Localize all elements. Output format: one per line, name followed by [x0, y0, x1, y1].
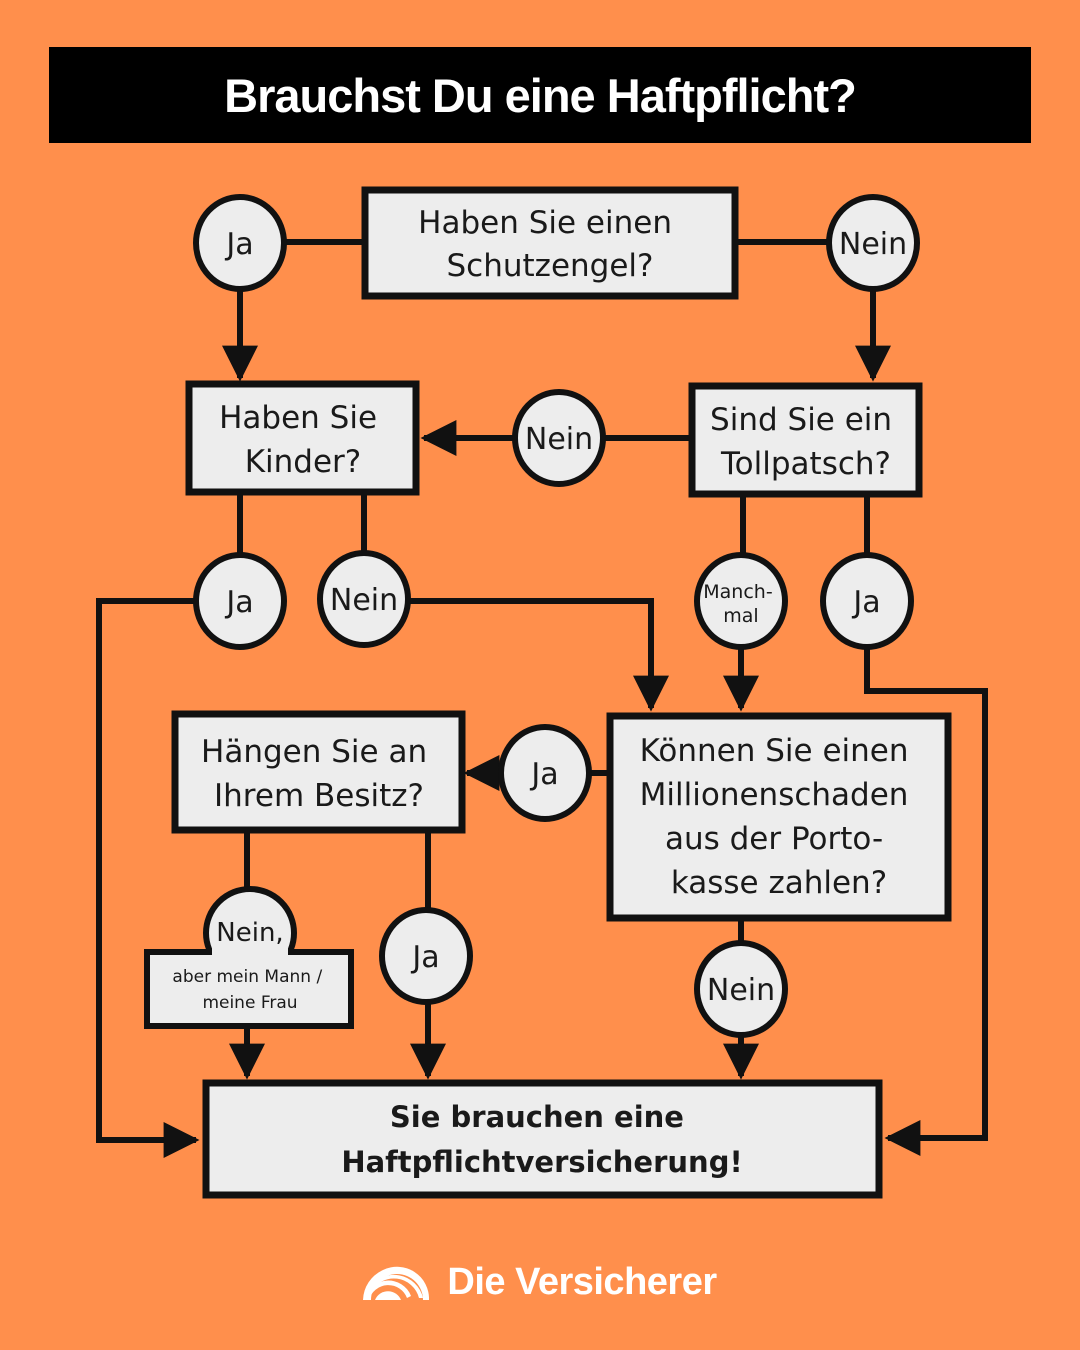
result-text: Sie brauchen eine Haftpflichtversicherun…: [341, 1100, 742, 1179]
question-tollpatsch: Sind Sie ein Tollpatsch?: [688, 382, 923, 498]
answer-label: Nein: [839, 227, 907, 262]
answer-tollpatsch-ja: Ja: [820, 552, 914, 650]
question-millionenschaden: Können Sie einen Millionenschaden aus de…: [606, 712, 952, 922]
answer-detail: aber mein Mann / meine Frau: [172, 967, 327, 1013]
question-besitz: Hängen Sie an Ihrem Besitz?: [171, 710, 466, 834]
question-kinder: Haben Sie Kinder?: [185, 380, 420, 496]
footer: Die Versicherer: [0, 1252, 1080, 1312]
question-text: Können Sie einen Millionenschaden aus de…: [640, 733, 919, 901]
answer-besitz-ja: Ja: [379, 907, 473, 1005]
arrow-kinder-ja-to-result: [96, 598, 200, 1158]
result-box: Sie brauchen eine Haftpflichtversicherun…: [202, 1079, 883, 1199]
answer-millionenschaden-ja: Ja: [498, 724, 592, 822]
answer-label: Nein: [525, 422, 593, 457]
page-title: Brauchst Du eine Haftpflicht?: [224, 68, 857, 122]
answer-label: Ja: [851, 585, 880, 620]
question-text: Haben Sie einen Schutzengel?: [418, 205, 682, 284]
answer-schutzengel-nein: Nein: [826, 194, 920, 292]
answer-tollpatsch-nein: Nein: [512, 389, 606, 487]
answer-label: Nein: [707, 973, 775, 1008]
answer-label: Ja: [529, 757, 558, 792]
title-bar: Brauchst Du eine Haftpflicht?: [49, 47, 1031, 143]
answer-label: Nein,: [216, 918, 283, 948]
answer-label: Manch- mal: [703, 581, 778, 627]
answer-besitz-nein-partner: Nein, aber mein Mann / meine Frau: [144, 886, 354, 1029]
question-text: Haben Sie Kinder?: [219, 400, 387, 480]
answer-label: Nein: [330, 583, 398, 618]
answer-label: Ja: [224, 227, 253, 262]
brand-name: Die Versicherer: [447, 1260, 717, 1303]
question-text: Sind Sie ein Tollpatsch?: [710, 402, 902, 482]
answer-label: Ja: [224, 585, 253, 620]
arrow-kinder-nein-to-millionenschaden: [410, 598, 669, 712]
arrow-tollpatsch-ja-to-result: [864, 645, 988, 1156]
answer-tollpatsch-manchmal: Manch- mal: [694, 552, 788, 650]
answer-schutzengel-ja: Ja: [193, 194, 287, 292]
question-schutzengel: Haben Sie einen Schutzengel?: [361, 186, 739, 300]
answer-label: Ja: [410, 940, 439, 975]
answer-millionenschaden-nein: Nein: [694, 940, 788, 1038]
question-text: Hängen Sie an Ihrem Besitz?: [201, 734, 437, 814]
answer-kinder-ja: Ja: [193, 552, 287, 650]
answer-kinder-nein: Nein: [317, 550, 411, 648]
rainbow-arcs-icon: [363, 1266, 430, 1300]
